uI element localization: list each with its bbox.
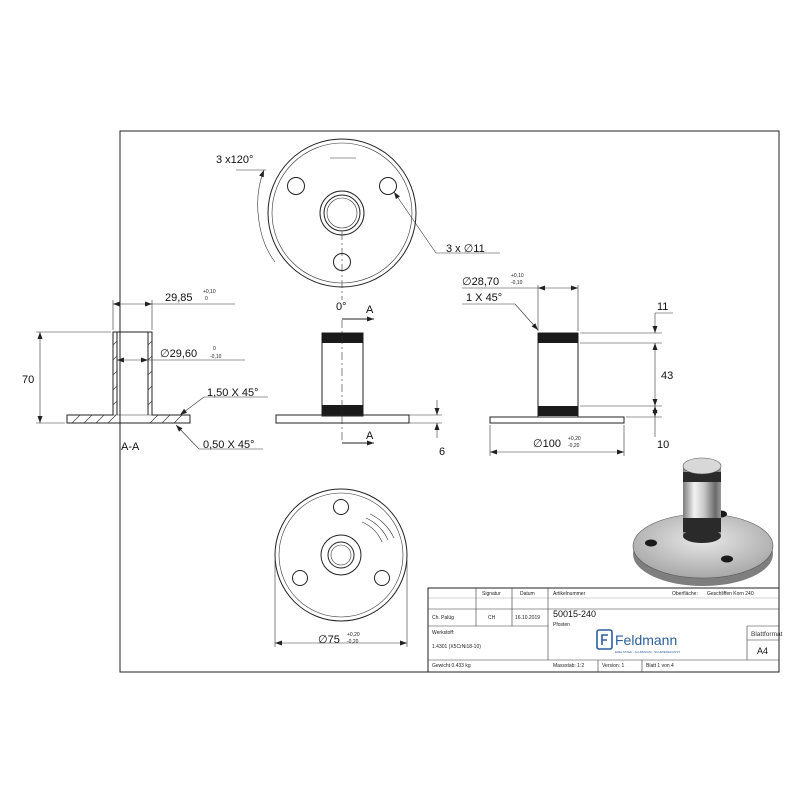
- mount-hole-right: [379, 177, 397, 195]
- iso-view: [632, 457, 774, 586]
- tb-h-blattformat: Blattformat: [751, 631, 783, 638]
- tb-werkstoff: 1.4301 (X5CrNi18-10): [432, 644, 481, 650]
- tb-datum: 16.10.2019: [515, 615, 540, 621]
- mount-hole-left: [287, 177, 305, 195]
- cut-marker-top: A: [366, 304, 374, 316]
- tb-massstab: Massstab: 1:2: [553, 663, 584, 669]
- dim-3x11: 3 x ∅11: [446, 243, 485, 255]
- dim-100: ∅100: [533, 438, 561, 450]
- tb-h-datum: Datum: [520, 591, 535, 597]
- tb-h-artikelnummer: Artikelnummer: [553, 591, 586, 597]
- dim-3x120: 3 x120°: [216, 154, 253, 166]
- dim-29-85-tol-lo: 0: [205, 296, 208, 302]
- dim-100-tol-lo: -0,20: [568, 443, 580, 449]
- dim-43: 43: [661, 370, 673, 382]
- dim-10: 10: [657, 439, 669, 451]
- section-view-aa: 29,85 +0,10 0 ∅29,60 0 -0,10 70 1,50 X 4…: [22, 289, 268, 453]
- dim-75-tol-lo: -0,20: [347, 639, 359, 645]
- tb-artikelnummer: 50015-240: [553, 609, 596, 619]
- front-view: A A 0° 6: [275, 301, 445, 458]
- tb-name: Ch. Palüg: [432, 615, 454, 621]
- dim-29-60-tol-up: 0: [213, 346, 216, 352]
- dim-100-tol-up: +0,20: [568, 436, 581, 442]
- tb-brand-sub: EDELSTAHL · ALUMINIUM · SCHMIEDEKUNST: [615, 650, 680, 654]
- dim-0-deg: 0°: [336, 301, 347, 313]
- brand-logo-icon: [596, 629, 613, 650]
- tb-h-oberflaeche: Oberfläche:: [672, 591, 698, 597]
- dim-29-60: ∅29,60: [160, 348, 197, 360]
- dim-29-85: 29,85: [165, 292, 193, 304]
- title-block: Signatur Datum Artikelnummer Oberfläche:…: [427, 587, 783, 673]
- tb-h-signatur: Signatur: [482, 591, 501, 597]
- top-view: 3 x120° 3 x ∅11: [216, 138, 500, 300]
- dim-chamfer-1-50: 1,50 X 45°: [207, 387, 259, 399]
- cut-marker-bottom: A: [366, 430, 374, 442]
- tb-h-bezeichnung: Pfosten: [553, 622, 570, 628]
- side-view: ∅28,70 +0,10 -0,10 1 X 45° 11 43 10 ∅100…: [462, 273, 673, 456]
- dim-29-85-tol-up: +0,10: [203, 289, 216, 295]
- dim-chamfer-1x45: 1 X 45°: [466, 292, 502, 304]
- dim-6: 6: [439, 446, 445, 458]
- dim-70: 70: [22, 374, 34, 386]
- section-label: A-A: [121, 441, 140, 453]
- tb-oberflaeche: Geschliffen Korn 240: [707, 591, 754, 597]
- dim-11: 11: [657, 301, 668, 313]
- dim-75: ∅75: [318, 634, 340, 646]
- tb-blatt: Blatt 1 von 4: [646, 663, 674, 669]
- tb-version: Version: 1: [602, 663, 624, 669]
- tb-brand: Feldmann: [615, 632, 677, 648]
- dim-28-70-tol-lo: -0,10: [511, 280, 523, 286]
- dim-chamfer-0-50: 0,50 X 45°: [203, 439, 255, 451]
- bottom-view: ∅75 +0,20 -0,20: [274, 488, 408, 647]
- tb-signatur: CH: [488, 615, 496, 621]
- dim-28-70-tol-up: +0,10: [511, 273, 524, 279]
- dim-75-tol-up: +0,20: [347, 632, 360, 638]
- tb-gewicht: Gewicht 0.433 kg: [432, 663, 471, 669]
- tb-h-werkstoff: Werkstoff:: [432, 630, 454, 636]
- dim-28-70: ∅28,70: [462, 276, 499, 288]
- tb-blattformat: A4: [757, 646, 768, 656]
- dim-29-60-tol-lo: -0,10: [210, 354, 222, 360]
